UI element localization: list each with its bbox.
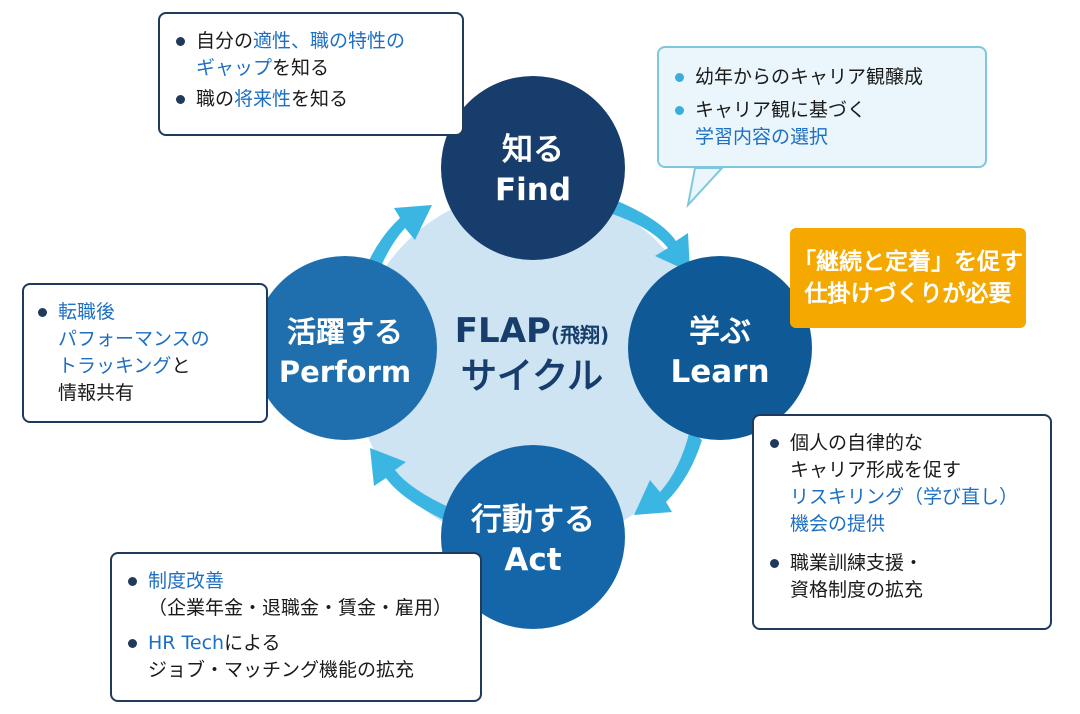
act-item-1: 制度改善 （企業年金・退職金・賃金・雇用） xyxy=(126,568,466,622)
center-title-small: (飛翔) xyxy=(551,323,609,347)
node-learn-jp: 学ぶ xyxy=(689,314,751,350)
center-circle xyxy=(354,190,710,546)
node-learn-en: Learn xyxy=(670,354,769,390)
node-find-en: Find xyxy=(495,172,571,208)
learn-item-2: 職業訓練支援・ 資格制度の拡充 xyxy=(768,550,1036,604)
node-act-en: Act xyxy=(504,542,561,578)
center-title: FLAP(飛翔) xyxy=(455,311,609,351)
school-box-tail xyxy=(686,167,725,209)
callout-box: 「継続と定着」を促す 仕掛けづくりが必要 xyxy=(790,228,1026,328)
node-act: 行動する Act xyxy=(441,445,625,629)
learn-item-1: 個人の自律的な キャリア形成を促す リスキリング（学び直し） 機会の提供 xyxy=(768,430,1036,538)
learn-info-box: 個人の自律的な キャリア形成を促す リスキリング（学び直し） 機会の提供 職業訓… xyxy=(752,414,1052,630)
find-info-box: 自分の適性、職の特性の ギャップを知る 職の将来性を知る xyxy=(158,12,464,136)
school-item-1: 幼年からのキャリア観醸成 xyxy=(673,64,971,91)
arrow-find-to-learn xyxy=(600,198,690,272)
act-item-2: HR Techによる ジョブ・マッチング機能の拡充 xyxy=(126,630,466,684)
callout-line-1: 「継続と定着」を促す xyxy=(793,249,1023,275)
perform-item-1: 転職後 パフォーマンスの トラッキングと 情報共有 xyxy=(36,299,254,407)
perform-info-box: 転職後 パフォーマンスの トラッキングと 情報共有 xyxy=(22,283,268,423)
node-find: 知る Find xyxy=(441,76,625,260)
find-item-2: 職の将来性を知る xyxy=(174,86,448,113)
school-info-box: 幼年からのキャリア観醸成 キャリア観に基づく学習内容の選択 xyxy=(657,46,987,168)
find-item-1: 自分の適性、職の特性の ギャップを知る xyxy=(174,28,448,82)
node-perform: 活躍する Perform xyxy=(253,256,437,440)
arrow-learn-to-act xyxy=(634,430,702,515)
node-perform-en: Perform xyxy=(279,355,411,389)
node-act-jp: 行動する xyxy=(470,502,595,538)
node-learn: 学ぶ Learn xyxy=(628,256,812,440)
node-find-jp: 知る xyxy=(502,132,564,168)
node-perform-jp: 活躍する xyxy=(287,315,403,349)
school-item-2: キャリア観に基づく学習内容の選択 xyxy=(673,97,971,151)
callout-line-2: 仕掛けづくりが必要 xyxy=(804,281,1012,307)
arrow-act-to-perform xyxy=(370,448,455,522)
center-subtitle: サイクル xyxy=(461,356,603,397)
act-info-box: 制度改善 （企業年金・退職金・賃金・雇用） HR Techによる ジョブ・マッチ… xyxy=(110,552,482,702)
center-title-main: FLAP xyxy=(455,311,551,351)
